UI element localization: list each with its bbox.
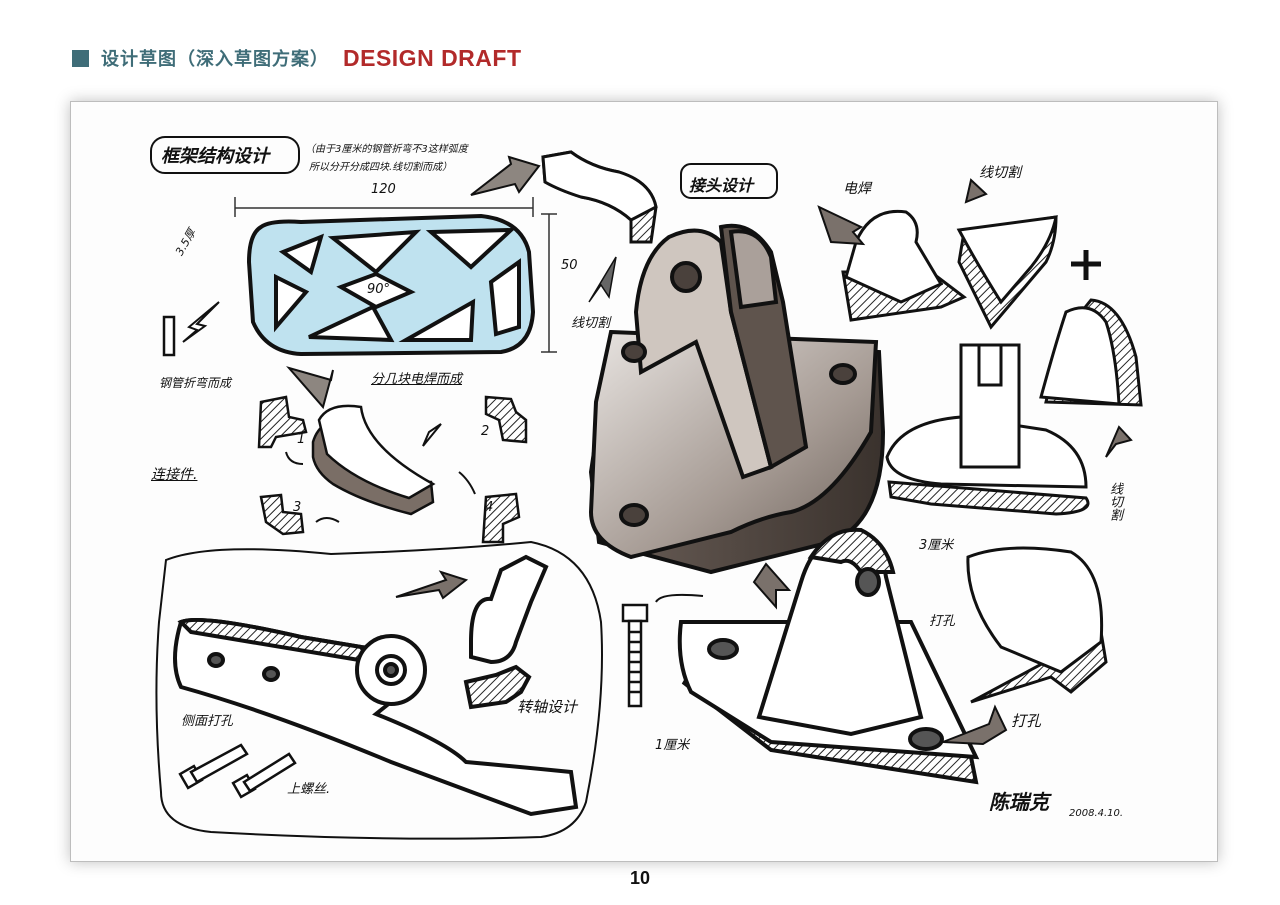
wire-cut-label-1: 线切割 <box>571 316 611 331</box>
arrow-small-down <box>588 256 617 303</box>
plus-icon <box>1071 250 1101 280</box>
frame-note-line1: （由于3厘米的钢管折弯不3这样弧度 <box>305 144 468 155</box>
thickness-1-label: 1厘米 <box>655 738 690 753</box>
tube-piece <box>162 315 176 357</box>
bolts-horizontal <box>178 743 297 799</box>
header-title-cn: 设计草图（深入草图方案） <box>101 49 329 70</box>
weld-label: 分几块电焊而成 <box>371 372 463 387</box>
frame-note-line2: 所以分开分成四块.线切割而成） <box>309 162 453 173</box>
sketch-drawing <box>150 136 1143 840</box>
arrow-mark <box>182 301 220 343</box>
dim-width: 120 <box>371 182 396 197</box>
drill-label-2: 打孔 <box>1011 712 1042 730</box>
bolt-vertical <box>621 603 649 708</box>
header-square-icon <box>72 49 89 67</box>
arrow-curl-2 <box>422 423 442 447</box>
arrow-dark-4 <box>1105 425 1133 458</box>
signature: 陈瑞克 <box>989 790 1049 814</box>
shaft-label: 转轴设计 <box>517 698 578 716</box>
joint-label: 接头设计 <box>689 176 754 195</box>
angle-label: 90° <box>367 282 391 297</box>
number-4: 4 <box>485 500 494 515</box>
arrow-curl-1 <box>285 451 304 465</box>
arrow-curl-5 <box>655 593 704 603</box>
sketch-sheet: 框架结构设计 （由于3厘米的钢管折弯不3这样弧度 所以分开分成四块.线切割而成）… <box>70 101 1218 862</box>
page-number: 10 <box>629 868 651 888</box>
shaft-outline <box>155 540 603 840</box>
arrow-dark-3 <box>964 178 988 204</box>
bottom-joint <box>677 527 980 785</box>
side-drill-label: 侧面打孔 <box>181 714 234 729</box>
thread-label: 上螺丝. <box>287 782 331 797</box>
wire-cut-label-2: 线切割 <box>979 165 1021 181</box>
arrow-curl-4 <box>315 517 340 523</box>
arrow-dark-6 <box>942 704 1008 746</box>
arrow-dark-1 <box>286 366 334 410</box>
number-2: 2 <box>481 424 490 439</box>
weld-small-label: 电焊 <box>843 181 871 197</box>
arrow-dark-2 <box>817 205 866 246</box>
drill-label-1: 打孔 <box>929 614 956 629</box>
header-title-en: DESIGN DRAFT <box>343 44 522 71</box>
arrow-dark-5 <box>752 562 792 610</box>
joint-label-box <box>680 163 778 199</box>
frame-structure <box>246 213 536 357</box>
frame-label: 框架结构设计 <box>161 146 269 167</box>
small-parts <box>841 209 1143 704</box>
number-1: 1 <box>297 432 306 447</box>
number-3: 3 <box>293 500 302 515</box>
arrow-dark-7 <box>395 570 469 600</box>
thickness-3-label: 3厘米 <box>919 538 954 553</box>
dim-height: 50 <box>561 258 578 273</box>
signature-date: 2008.4.10. <box>1069 808 1124 819</box>
shaft-arm <box>173 554 579 817</box>
connector-label: 连接件. <box>151 467 198 483</box>
frame-label-box <box>150 136 300 174</box>
arrow-curl-3 <box>458 471 476 495</box>
header: 设计草图（深入草图方案） DESIGN DRAFT <box>72 44 522 72</box>
connector-pieces <box>257 395 528 544</box>
arrow-big <box>470 155 541 196</box>
tube-label: 钢管折弯而成 <box>159 376 232 390</box>
dimension-lines <box>234 197 557 353</box>
joint-rendering <box>588 223 886 575</box>
wire-cut-label-3: 线切割 <box>1107 482 1122 521</box>
